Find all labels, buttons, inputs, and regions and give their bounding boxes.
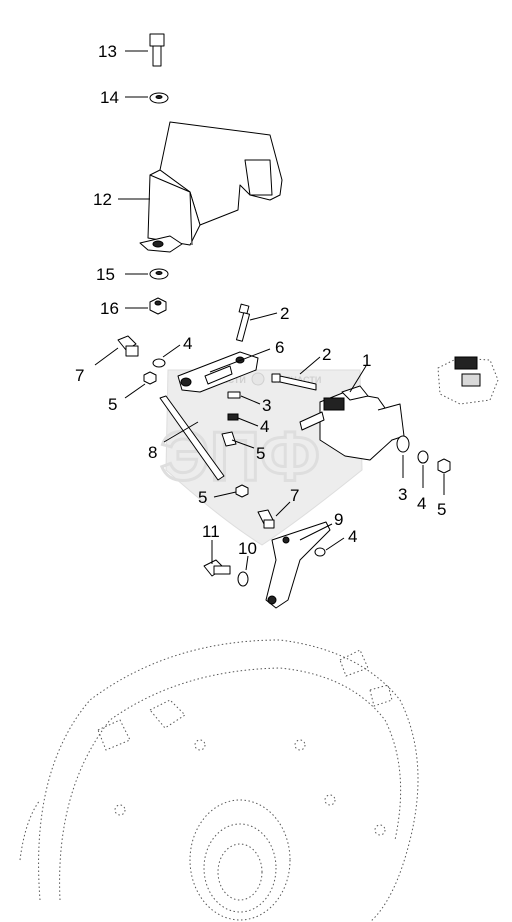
callout-15: 15 [96,265,115,284]
callout-5-b: 5 [256,444,265,463]
callout-5-right: 5 [437,500,446,519]
callout-7-left: 7 [75,366,84,385]
callout-4-b: 4 [260,417,269,436]
flywheel-housing [19,639,419,922]
callout-2-mid: 2 [322,345,331,364]
part-3-bolt [227,391,241,399]
watermark-gear-icon [251,372,265,386]
callout-7-lower: 7 [290,486,299,505]
callout-3-a: 3 [262,396,271,415]
callout-5-c: 5 [198,488,207,507]
leader-lines [94,50,445,571]
callouts: 13 14 12 15 16 2 7 4 6 2 1 5 3 4 8 5 3 4… [75,42,446,558]
callout-14: 14 [100,88,119,107]
callout-9: 9 [334,510,343,529]
part-4-washer-a [152,358,166,368]
part-5-nut-b [221,431,237,447]
callout-1: 1 [362,351,371,370]
callout-12: 12 [93,190,112,209]
part-15-washer [149,268,169,280]
part-3-washer-right [396,435,410,453]
callout-13: 13 [98,42,117,61]
part-5-nut-right [437,458,451,474]
part-4-spacer [227,413,239,421]
part-2-bolt-mid [271,373,317,391]
callout-10: 10 [238,539,257,558]
part-5-nut-a [143,371,157,385]
callout-6: 6 [275,338,284,357]
part-14-washer [149,92,169,104]
callout-8: 8 [148,443,157,462]
callout-16: 16 [100,299,119,318]
callout-3-right: 3 [398,485,407,504]
watermark-shield [165,369,363,546]
part-7-bolt-left [117,335,139,357]
callout-4-lower: 4 [348,527,357,546]
part-2-bolt-upper [235,303,251,342]
part-9-bracket-plate [265,521,331,609]
part-7-bolt-lower [257,509,275,529]
callout-4-a: 4 [183,334,192,353]
part-16-nut [149,297,167,315]
part-13-bolt [149,33,165,67]
callout-11: 11 [202,522,220,541]
part-8-rod [159,395,225,481]
part-11-bolt [203,559,231,577]
callout-4-right: 4 [417,494,426,513]
part-12-cover [139,121,283,253]
callout-5-a: 5 [108,395,117,414]
callout-2-upper: 2 [280,304,289,323]
part-4-washer-lower [314,547,326,557]
part-5-nut-c [235,484,249,498]
part-4-washer-right [417,450,429,464]
part-1-sensor [299,385,405,461]
part-10-washer [237,571,249,587]
sensor-detail-sketch [437,356,499,405]
